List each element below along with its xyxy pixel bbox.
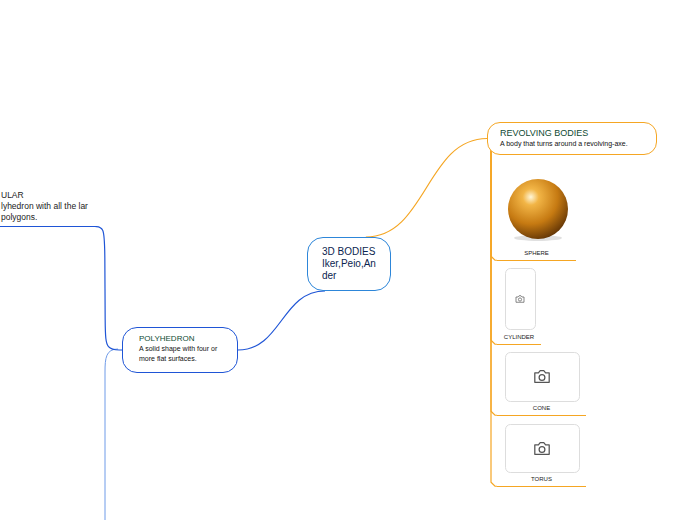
main-topic: POLYHEDRONA solid shape with four or mor… — [122, 327, 238, 373]
topic-title: SPHERE — [497, 249, 576, 257]
cylinder-image-placeholder — [506, 269, 536, 330]
main-topic: REVOLVING BODIESA body that turns around… — [487, 122, 657, 155]
topic-title: POLYHEDRON — [139, 334, 229, 344]
topic-note: A solid shape with four or more flat sur… — [139, 344, 229, 364]
branch-connector — [366, 139, 487, 238]
branch-connector — [238, 291, 325, 350]
topic-title: ULAR — [1, 190, 94, 201]
cone-image-placeholder — [506, 353, 580, 402]
torus-image-placeholder — [506, 425, 580, 473]
sphere-image — [508, 179, 568, 239]
image-topic: CYLINDER — [497, 266, 541, 345]
camera-icon — [535, 443, 549, 455]
branch-line — [105, 349, 118, 520]
central-topic: 3D BODIES Iker,Peio,Ander — [307, 237, 391, 291]
camera-icon — [516, 296, 524, 303]
topic-title: CONE — [497, 404, 586, 412]
image-topic: SPHERE — [497, 177, 576, 261]
topic-title: 3D BODIES Iker,Peio,Ander — [322, 246, 380, 282]
image-topic: TORUS — [497, 422, 586, 487]
topic-note: lyhedron with all the lar polygons. — [1, 201, 94, 223]
topic-note: A body that turns around a revolving-axe… — [500, 139, 648, 148]
topic-title: TORUS — [497, 475, 586, 483]
image-topic: CONE — [497, 350, 586, 416]
topic-title: CYLINDER — [497, 333, 541, 341]
camera-icon — [535, 371, 549, 383]
branch-connector — [95, 227, 122, 351]
topic-title: REVOLVING BODIES — [500, 128, 648, 139]
subtopic: ULARlyhedron with all the lar polygons. — [0, 190, 96, 227]
